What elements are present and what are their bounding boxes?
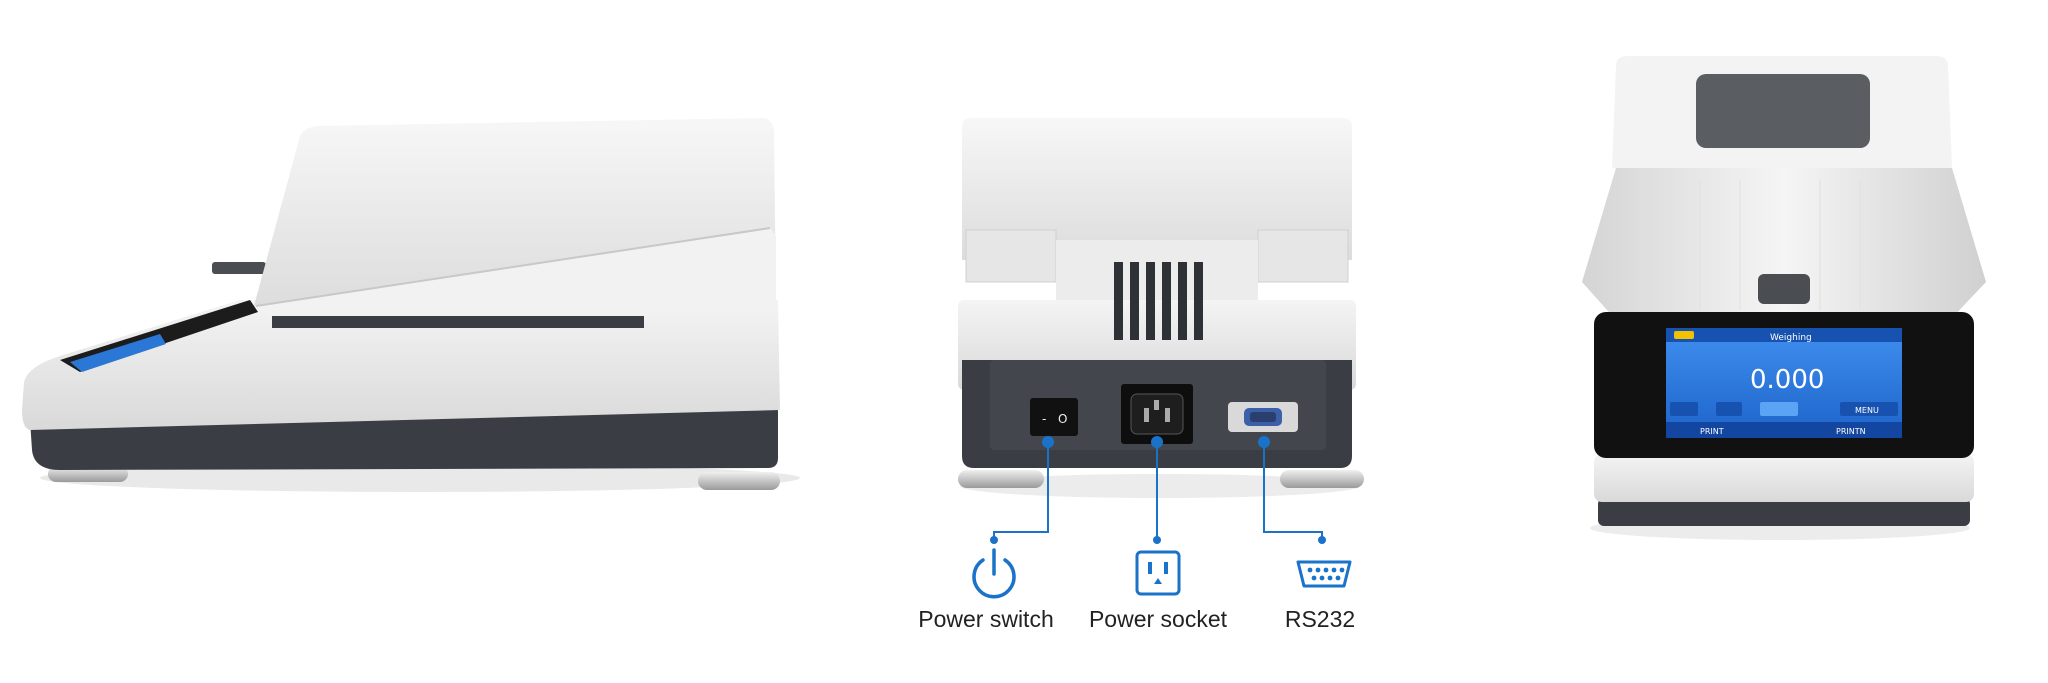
- svg-text:O: O: [1058, 412, 1067, 426]
- power-icon: [972, 548, 1016, 599]
- power-switch-label: Power switch: [918, 606, 1054, 632]
- screen-print-right: PRINTN: [1836, 427, 1866, 436]
- serial-port-icon: [1296, 560, 1352, 588]
- back-view: - O: [958, 118, 1364, 544]
- screen-mode-label: Weighing: [1770, 333, 1812, 343]
- side-view: [22, 118, 800, 492]
- svg-text:-: -: [1042, 412, 1046, 426]
- screen-print-left: PRINT: [1700, 427, 1724, 436]
- screen-menu-label: MENU: [1855, 406, 1879, 415]
- outlet-icon: [1135, 550, 1181, 596]
- rs232-label: RS232: [1284, 606, 1356, 632]
- power-socket-label: Power socket: [1088, 606, 1228, 632]
- screen-reading: 0.000: [1750, 365, 1824, 395]
- front-view: Weighing 0.000 MENU PRINT PRINTN: [1582, 56, 1986, 540]
